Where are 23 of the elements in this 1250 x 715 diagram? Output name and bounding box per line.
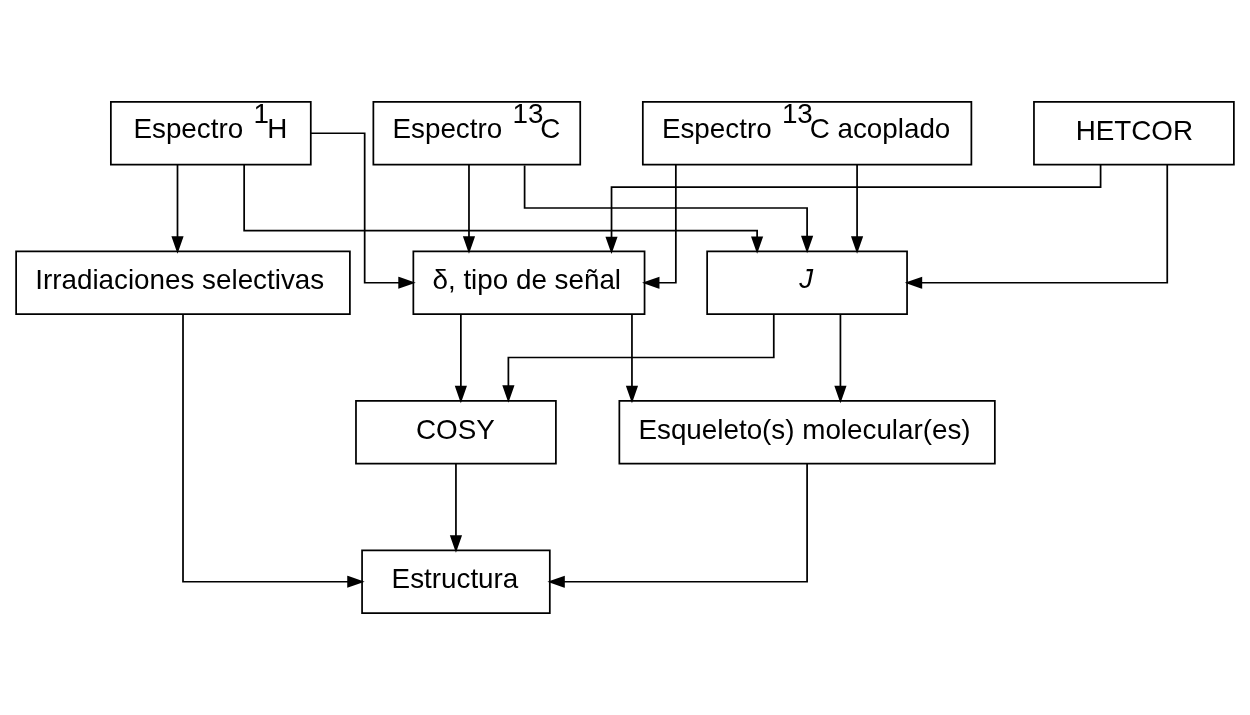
node-box: HETCOR — [1033, 101, 1235, 166]
arrow — [310, 132, 416, 289]
arrow — [449, 463, 463, 553]
arrow — [605, 163, 1102, 255]
arrow — [834, 313, 847, 404]
arrow — [904, 164, 1169, 289]
arrow — [642, 164, 677, 289]
arrow — [243, 163, 764, 254]
node-box: COSY — [355, 400, 557, 465]
arrow — [462, 164, 476, 254]
node-box: Estructura — [361, 549, 551, 614]
arrow — [851, 164, 864, 254]
arrow — [523, 164, 814, 254]
arrow — [502, 314, 775, 403]
arrow — [625, 313, 639, 404]
arrow — [547, 463, 808, 588]
node-box: J — [706, 250, 908, 315]
arrow — [182, 313, 365, 588]
node-box: Irradiaciones selectivas — [15, 250, 351, 315]
arrow — [171, 164, 184, 254]
arrow — [454, 313, 467, 404]
node-box: δ, tipo de señal — [412, 250, 646, 315]
node-box: Esqueleto(s) molecular(es) — [618, 400, 996, 465]
